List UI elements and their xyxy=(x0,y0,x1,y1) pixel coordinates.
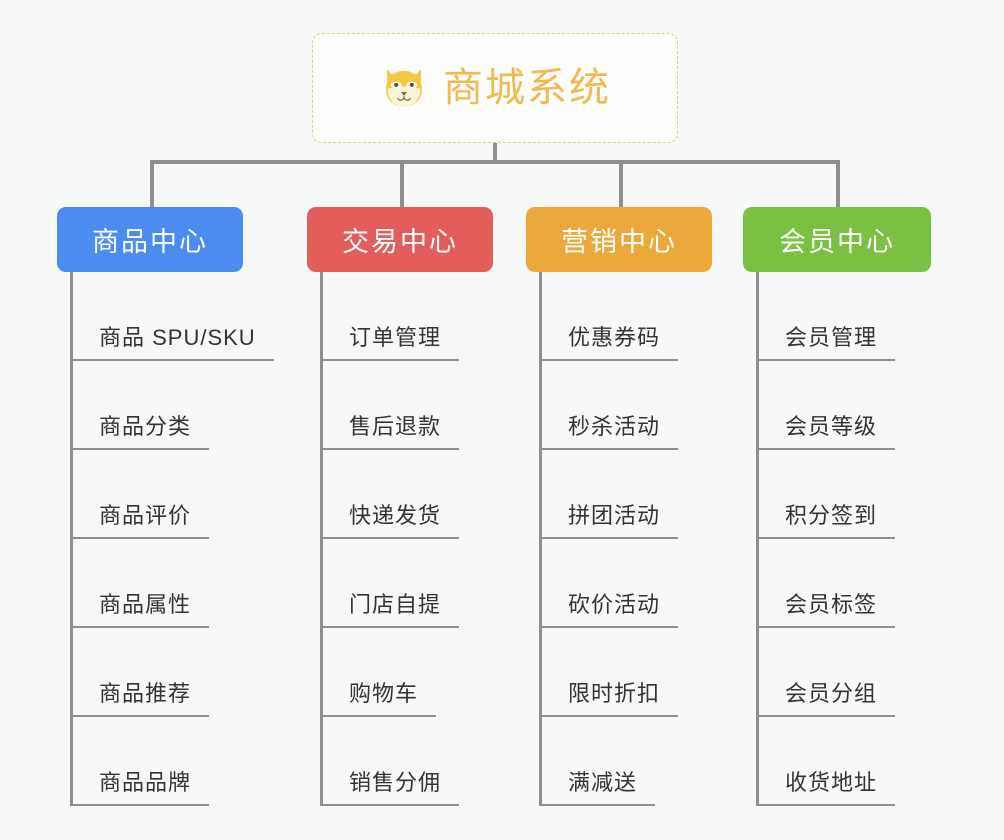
leaf-item[interactable]: 售后退款 xyxy=(323,361,493,450)
leaf-item[interactable]: 会员分组 xyxy=(759,628,931,717)
leaf-item[interactable]: 限时折扣 xyxy=(542,628,712,717)
connector-drop-2 xyxy=(400,160,404,207)
leaf-label: 快递发货 xyxy=(323,505,460,539)
leaf-item[interactable]: 砍价活动 xyxy=(542,539,712,628)
leaf-item[interactable]: 门店自提 xyxy=(323,539,493,628)
leaf-label: 拼团活动 xyxy=(542,505,679,539)
leaf-label: 门店自提 xyxy=(323,594,460,628)
leaf-item[interactable]: 满减送 xyxy=(542,717,712,806)
branch-header-label: 营销中心 xyxy=(561,227,677,257)
leaf-item[interactable]: 商品推荐 xyxy=(73,628,274,717)
leaf-label: 会员等级 xyxy=(759,416,896,450)
branch-header-2[interactable]: 交易中心 xyxy=(307,207,493,272)
leaf-item[interactable]: 收货地址 xyxy=(759,717,931,806)
branch-children-4: 会员管理 会员等级 积分签到 会员标签 会员分组 收货地址 xyxy=(756,272,931,806)
leaf-item[interactable]: 销售分佣 xyxy=(323,717,493,806)
leaf-label: 会员标签 xyxy=(759,594,896,628)
connector-drop-1 xyxy=(150,160,154,207)
leaf-label: 优惠券码 xyxy=(542,327,679,361)
branch-column-3: 营销中心 优惠券码 秒杀活动 拼团活动 砍价活动 限时折扣 满减送 xyxy=(526,207,712,806)
leaf-label: 收货地址 xyxy=(759,772,896,806)
leaf-item[interactable]: 购物车 xyxy=(323,628,493,717)
leaf-item[interactable]: 商品品牌 xyxy=(73,717,274,806)
branch-header-label: 交易中心 xyxy=(342,227,458,257)
leaf-item[interactable]: 订单管理 xyxy=(323,272,493,361)
branch-children-1: 商品 SPU/SKU 商品分类 商品评价 商品属性 商品推荐 商品品牌 xyxy=(70,272,274,806)
leaf-label: 销售分佣 xyxy=(323,772,460,806)
leaf-label: 商品 SPU/SKU xyxy=(73,327,274,361)
branch-header-3[interactable]: 营销中心 xyxy=(526,207,712,272)
leaf-item[interactable]: 优惠券码 xyxy=(542,272,712,361)
root-title: 商城系统 xyxy=(443,66,611,110)
leaf-item[interactable]: 商品属性 xyxy=(73,539,274,628)
connector-bus xyxy=(150,160,840,164)
leaf-item[interactable]: 商品分类 xyxy=(73,361,274,450)
branch-column-4: 会员中心 会员管理 会员等级 积分签到 会员标签 会员分组 收货地址 xyxy=(743,207,931,806)
leaf-label: 积分签到 xyxy=(759,505,896,539)
leaf-label: 售后退款 xyxy=(323,416,460,450)
shiba-dog-face-icon xyxy=(386,69,422,107)
branch-column-1: 商品中心 商品 SPU/SKU 商品分类 商品评价 商品属性 商品推荐 商品品牌 xyxy=(57,207,274,806)
leaf-label: 商品推荐 xyxy=(73,683,210,717)
leaf-label: 商品分类 xyxy=(73,416,210,450)
branch-header-label: 会员中心 xyxy=(779,227,895,257)
leaf-label: 满减送 xyxy=(542,772,656,806)
root-node[interactable]: 商城系统 xyxy=(312,33,678,143)
leaf-item[interactable]: 拼团活动 xyxy=(542,450,712,539)
leaf-item[interactable]: 商品 SPU/SKU xyxy=(73,272,274,361)
connector-drop-4 xyxy=(836,160,840,207)
leaf-item[interactable]: 快递发货 xyxy=(323,450,493,539)
branch-column-2: 交易中心 订单管理 售后退款 快递发货 门店自提 购物车 销售分佣 xyxy=(307,207,493,806)
leaf-item[interactable]: 秒杀活动 xyxy=(542,361,712,450)
branch-header-1[interactable]: 商品中心 xyxy=(57,207,243,272)
leaf-label: 会员管理 xyxy=(759,327,896,361)
connector-drop-3 xyxy=(619,160,623,207)
leaf-label: 砍价活动 xyxy=(542,594,679,628)
leaf-label: 订单管理 xyxy=(323,327,460,361)
leaf-item[interactable]: 会员标签 xyxy=(759,539,931,628)
leaf-label: 商品属性 xyxy=(73,594,210,628)
leaf-label: 购物车 xyxy=(323,683,437,717)
branch-header-4[interactable]: 会员中心 xyxy=(743,207,931,272)
branch-children-3: 优惠券码 秒杀活动 拼团活动 砍价活动 限时折扣 满减送 xyxy=(539,272,712,806)
leaf-label: 商品评价 xyxy=(73,505,210,539)
leaf-label: 限时折扣 xyxy=(542,683,679,717)
leaf-item[interactable]: 会员管理 xyxy=(759,272,931,361)
leaf-label: 会员分组 xyxy=(759,683,896,717)
branch-children-2: 订单管理 售后退款 快递发货 门店自提 购物车 销售分佣 xyxy=(320,272,493,806)
leaf-item[interactable]: 积分签到 xyxy=(759,450,931,539)
connector-stem xyxy=(493,143,497,164)
leaf-item[interactable]: 商品评价 xyxy=(73,450,274,539)
leaf-label: 秒杀活动 xyxy=(542,416,679,450)
leaf-label: 商品品牌 xyxy=(73,772,210,806)
leaf-item[interactable]: 会员等级 xyxy=(759,361,931,450)
branch-header-label: 商品中心 xyxy=(92,227,208,257)
